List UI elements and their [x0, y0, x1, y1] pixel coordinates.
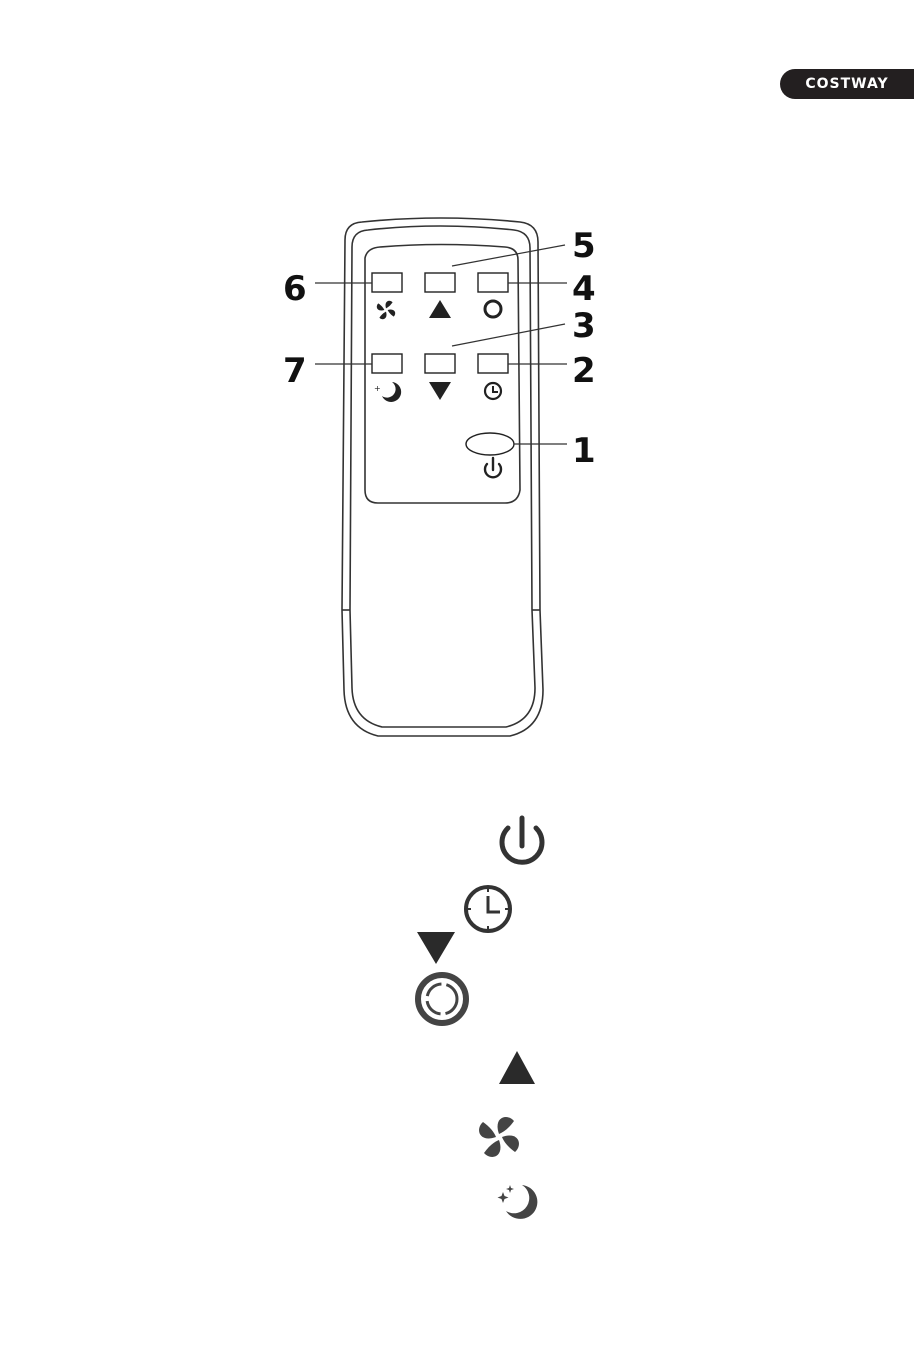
power-icon	[485, 458, 501, 477]
arrow-down-icon	[429, 382, 451, 400]
callout-2: 2	[572, 351, 596, 391]
callout-5: 5	[572, 226, 596, 266]
timer-icon	[485, 383, 501, 399]
svg-text:+: +	[374, 384, 381, 393]
down-button[interactable]	[425, 354, 455, 373]
legend-power-icon	[502, 818, 542, 862]
callout-3: 3	[572, 306, 596, 346]
mode-button[interactable]	[478, 273, 508, 292]
sleep-button[interactable]	[372, 354, 402, 373]
fan-speed-button[interactable]	[372, 273, 402, 292]
up-button[interactable]	[425, 273, 455, 292]
arrow-up-icon	[429, 300, 451, 318]
power-button[interactable]	[466, 433, 514, 455]
legend-sleep-icon	[498, 1185, 538, 1219]
remote-body	[342, 218, 543, 736]
callout-7: 7	[283, 351, 307, 391]
legend-mode-icon	[418, 975, 466, 1023]
leader-lines	[315, 245, 567, 444]
legend-fan-icon	[479, 1117, 519, 1157]
sleep-icon: +	[374, 382, 401, 402]
fan-icon	[377, 301, 395, 319]
mode-icon	[485, 301, 501, 317]
legend-timer-icon	[466, 887, 510, 931]
callout-4: 4	[572, 269, 596, 309]
legend-arrow-up-icon	[499, 1051, 535, 1084]
callout-6: 6	[283, 269, 307, 309]
callout-1: 1	[572, 431, 596, 471]
legend-arrow-down-icon	[417, 932, 455, 964]
timer-button[interactable]	[478, 354, 508, 373]
